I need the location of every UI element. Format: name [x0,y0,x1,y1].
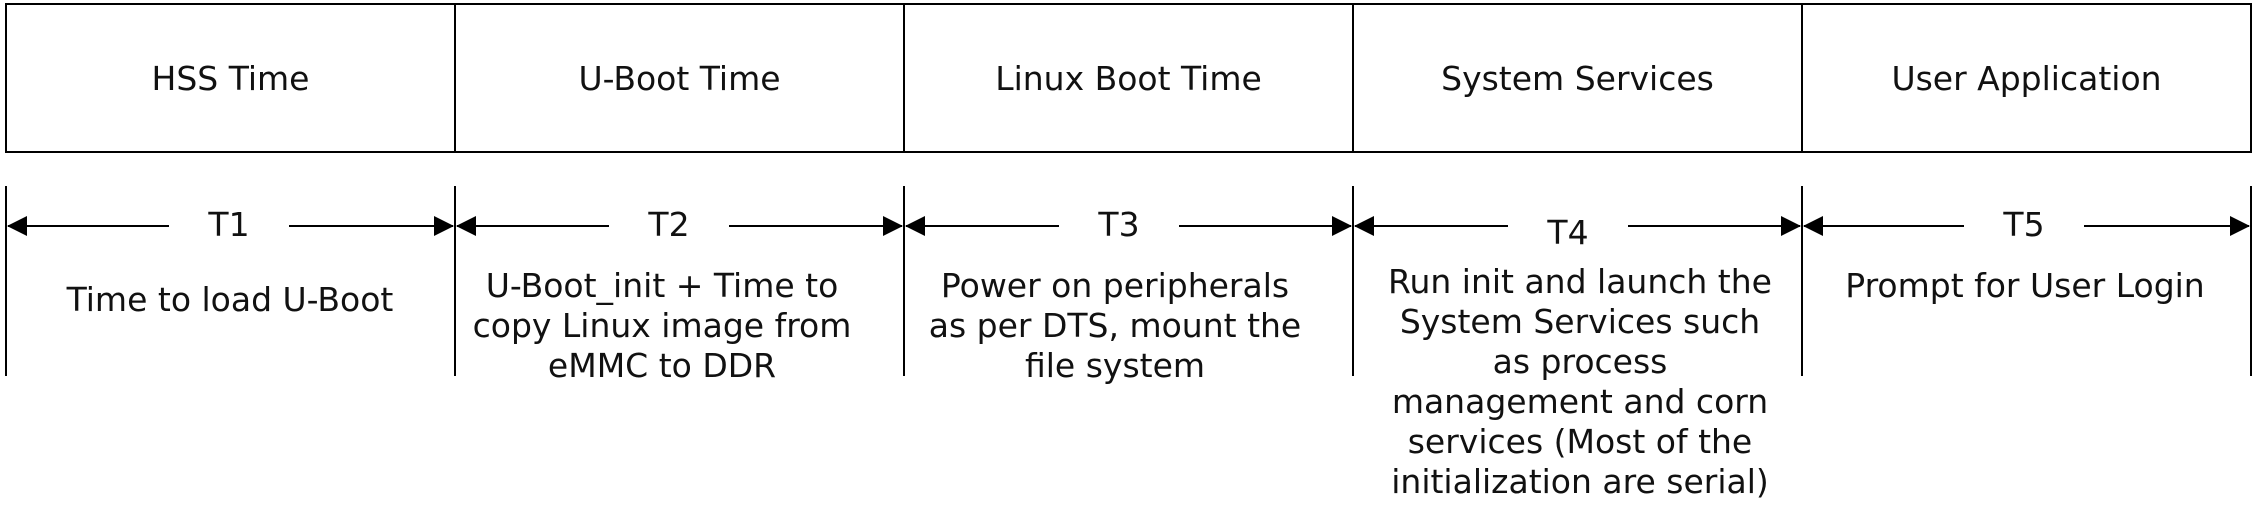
stage-system-services: System Services [1441,58,1714,98]
interval-t5-description: Prompt for User Login [1845,266,2205,305]
interval-t3-label: T3 [1059,205,1179,245]
interval-t1-description: Time to load U-Boot [66,280,394,319]
interval-t2-description: U-Boot_init + Time to copy Linux image f… [472,266,852,385]
stage-hss-time: HSS Time [151,58,310,98]
interval-t2-label: T2 [609,205,729,245]
interval-t5-label: T5 [1964,205,2084,245]
interval-t3-description: Power on peripherals as per DTS, mount t… [928,266,1302,385]
stage-user-application: User Application [1891,58,2162,98]
stage-u-boot-time: U-Boot Time [578,58,781,98]
interval-t4-label: T4 [1508,213,1628,253]
stage-linux-boot-time: Linux Boot Time [995,58,1262,98]
stage-box-5 [1801,3,2252,153]
interval-t1-label: T1 [169,205,289,245]
interval-t4-description: Run init and launch the System Services … [1388,262,1772,501]
